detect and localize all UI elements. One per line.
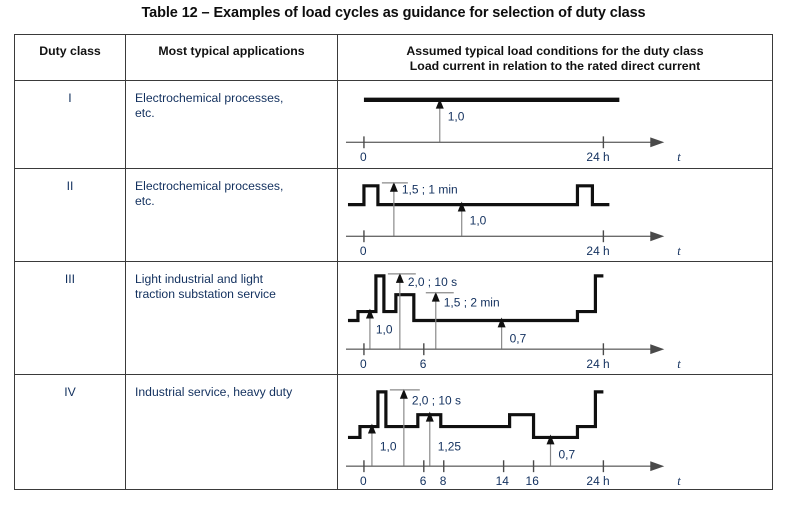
header-load-conditions-line2: Load current in relation to the rated di… [409,59,701,73]
waveform-svg: 1,5 ; 1 min 1,0 0 24 h t [345,181,681,258]
applications-line: etc. [135,194,155,208]
duty-class-value: IV [14,374,126,490]
axis-tick-label: 24 h [586,244,609,258]
table-row: II Electrochemical processes, etc. 1,5 ;… [14,168,773,262]
applications-line: traction substation service [135,287,276,301]
annotation-label: 2,0 ; 10 s [412,394,461,408]
annotation-label: 1,25 [438,439,462,453]
header-load-conditions: Assumed typical load conditions for the … [337,34,773,81]
annotation-arrowhead [365,308,374,319]
axis-tick-label: 0 [360,244,367,258]
annotation-arrowhead [367,423,376,434]
waveform-path [347,274,604,323]
axis-label-t: t [677,150,681,164]
axis-label-t: t [677,474,681,488]
table-row: I Electrochemical processes, etc. 1,0 [14,80,773,169]
axis-tick-label: 6 [420,357,427,371]
axis-arrowhead [650,461,665,472]
load-cycle-diagram-3: 2,0 ; 10 s 1,5 ; 2 min 1,0 0,7 [337,261,773,375]
axis-tick-label: 0 [360,474,367,488]
axis-label-t: t [677,357,681,371]
annotation-arrowhead [497,317,506,328]
axis-arrowhead [650,137,665,148]
axis-label-t: t [677,244,681,258]
annotation-arrowhead [389,181,398,192]
axis-tick-label: 16 [526,474,540,488]
table-header-row: Duty class Most typical applications Ass… [14,34,773,81]
annotation-arrowhead [399,388,408,399]
applications-line: Electrochemical processes, [135,179,284,193]
header-load-conditions-line1: Assumed typical load conditions for the … [406,44,704,58]
axis-arrowhead [650,344,665,355]
axis-tick-label: 24 h [586,150,609,164]
axis-tick-label: 8 [440,474,447,488]
annotation-label: 0,7 [558,447,575,461]
page-title: Table 12 – Examples of load cycles as gu… [141,5,646,21]
annotation-arrowhead [435,98,444,109]
annotation-arrowhead [395,272,404,283]
annotation-label: 1,0 [448,110,465,124]
annotation-label: 1,0 [376,322,393,336]
annotation-label: 0,7 [510,331,527,345]
axis-tick-label: 0 [360,357,367,371]
applications-line: Industrial service, heavy duty [135,385,293,399]
applications-line: etc. [135,106,155,120]
annotation-label: 1,5 ; 2 min [444,296,500,310]
waveform-svg: 1,0 0 24 h t [345,97,681,164]
load-cycle-diagram-1: 1,0 0 24 h t [337,80,773,169]
waveform-svg: 2,0 ; 10 s 1,0 1,25 0,7 [345,388,681,488]
axis-tick-label: 0 [360,150,367,164]
load-cycle-diagram-2: 1,5 ; 1 min 1,0 0 24 h t [337,168,773,262]
load-cycle-diagram-4: 2,0 ; 10 s 1,0 1,25 0,7 [337,374,773,490]
annotation-label: 2,0 ; 10 s [408,275,457,289]
table-row: IV Industrial service, heavy duty 2,0 ; … [14,374,773,490]
annotation-arrowhead [431,291,440,302]
axis-tick-label: 14 [496,474,510,488]
applications-line: Light industrial and light [135,272,264,286]
annotation-label: 1,0 [380,439,397,453]
axis-arrowhead [650,231,665,242]
applications-value: Light industrial and light traction subs… [125,261,338,375]
axis-tick-label: 6 [420,474,427,488]
duty-class-value: I [14,80,126,169]
applications-value: Electrochemical processes, etc. [125,80,338,169]
axis-tick-label: 24 h [586,357,609,371]
duty-class-value: III [14,261,126,375]
waveform-path [347,184,610,207]
table-row: III Light industrial and light traction … [14,261,773,375]
applications-value: Electrochemical processes, etc. [125,168,338,262]
applications-value: Industrial service, heavy duty [125,374,338,490]
duty-class-value: II [14,168,126,262]
annotation-arrowhead [457,201,466,212]
header-applications: Most typical applications [125,34,338,81]
annotation-arrowhead [425,411,434,422]
header-duty-class: Duty class [14,34,126,81]
annotation-label: 1,5 ; 1 min [402,183,458,197]
waveform-path [347,390,604,440]
axis-tick-label: 24 h [586,474,609,488]
annotation-label: 1,0 [470,213,487,227]
waveform-svg: 2,0 ; 10 s 1,5 ; 2 min 1,0 0,7 [345,272,681,371]
annotation-arrowhead [546,434,555,445]
applications-line: Electrochemical processes, [135,91,284,105]
duty-class-table: Duty class Most typical applications Ass… [14,34,773,490]
